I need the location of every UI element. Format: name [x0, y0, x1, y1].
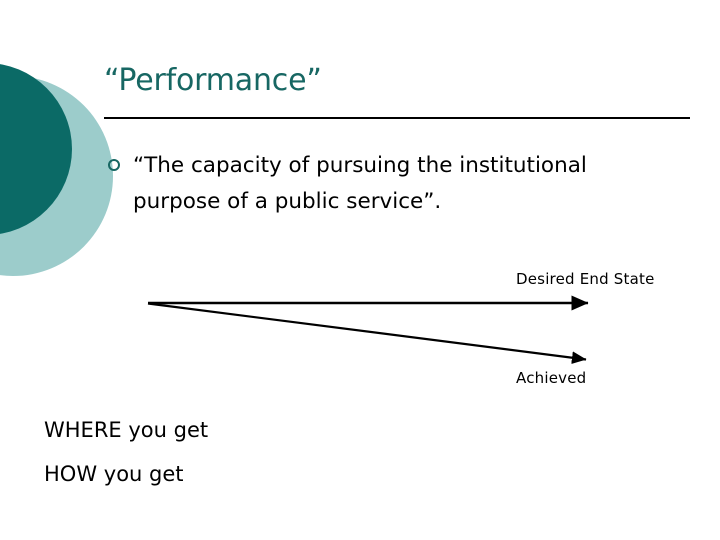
achieved-arrow	[147, 302, 587, 365]
body-block: “The capacity of pursuing the institutio…	[108, 148, 638, 220]
page-title: “Performance”	[104, 63, 322, 98]
title-divider	[104, 117, 690, 119]
list-item: “The capacity of pursuing the institutio…	[108, 148, 638, 220]
footer-block: WHERE you get HOW you get	[44, 408, 444, 496]
footer-line-where: WHERE you get	[44, 418, 209, 442]
diagram-label-desired-end-state: Desired End State	[516, 270, 655, 288]
bullet-text: “The capacity of pursuing the institutio…	[133, 153, 587, 214]
hollow-circle-bullet-icon	[108, 159, 120, 171]
diagram-label-achieved: Achieved	[516, 369, 587, 387]
footer-line-how: HOW you get	[44, 462, 184, 486]
title-block: “Performance”	[104, 64, 704, 98]
